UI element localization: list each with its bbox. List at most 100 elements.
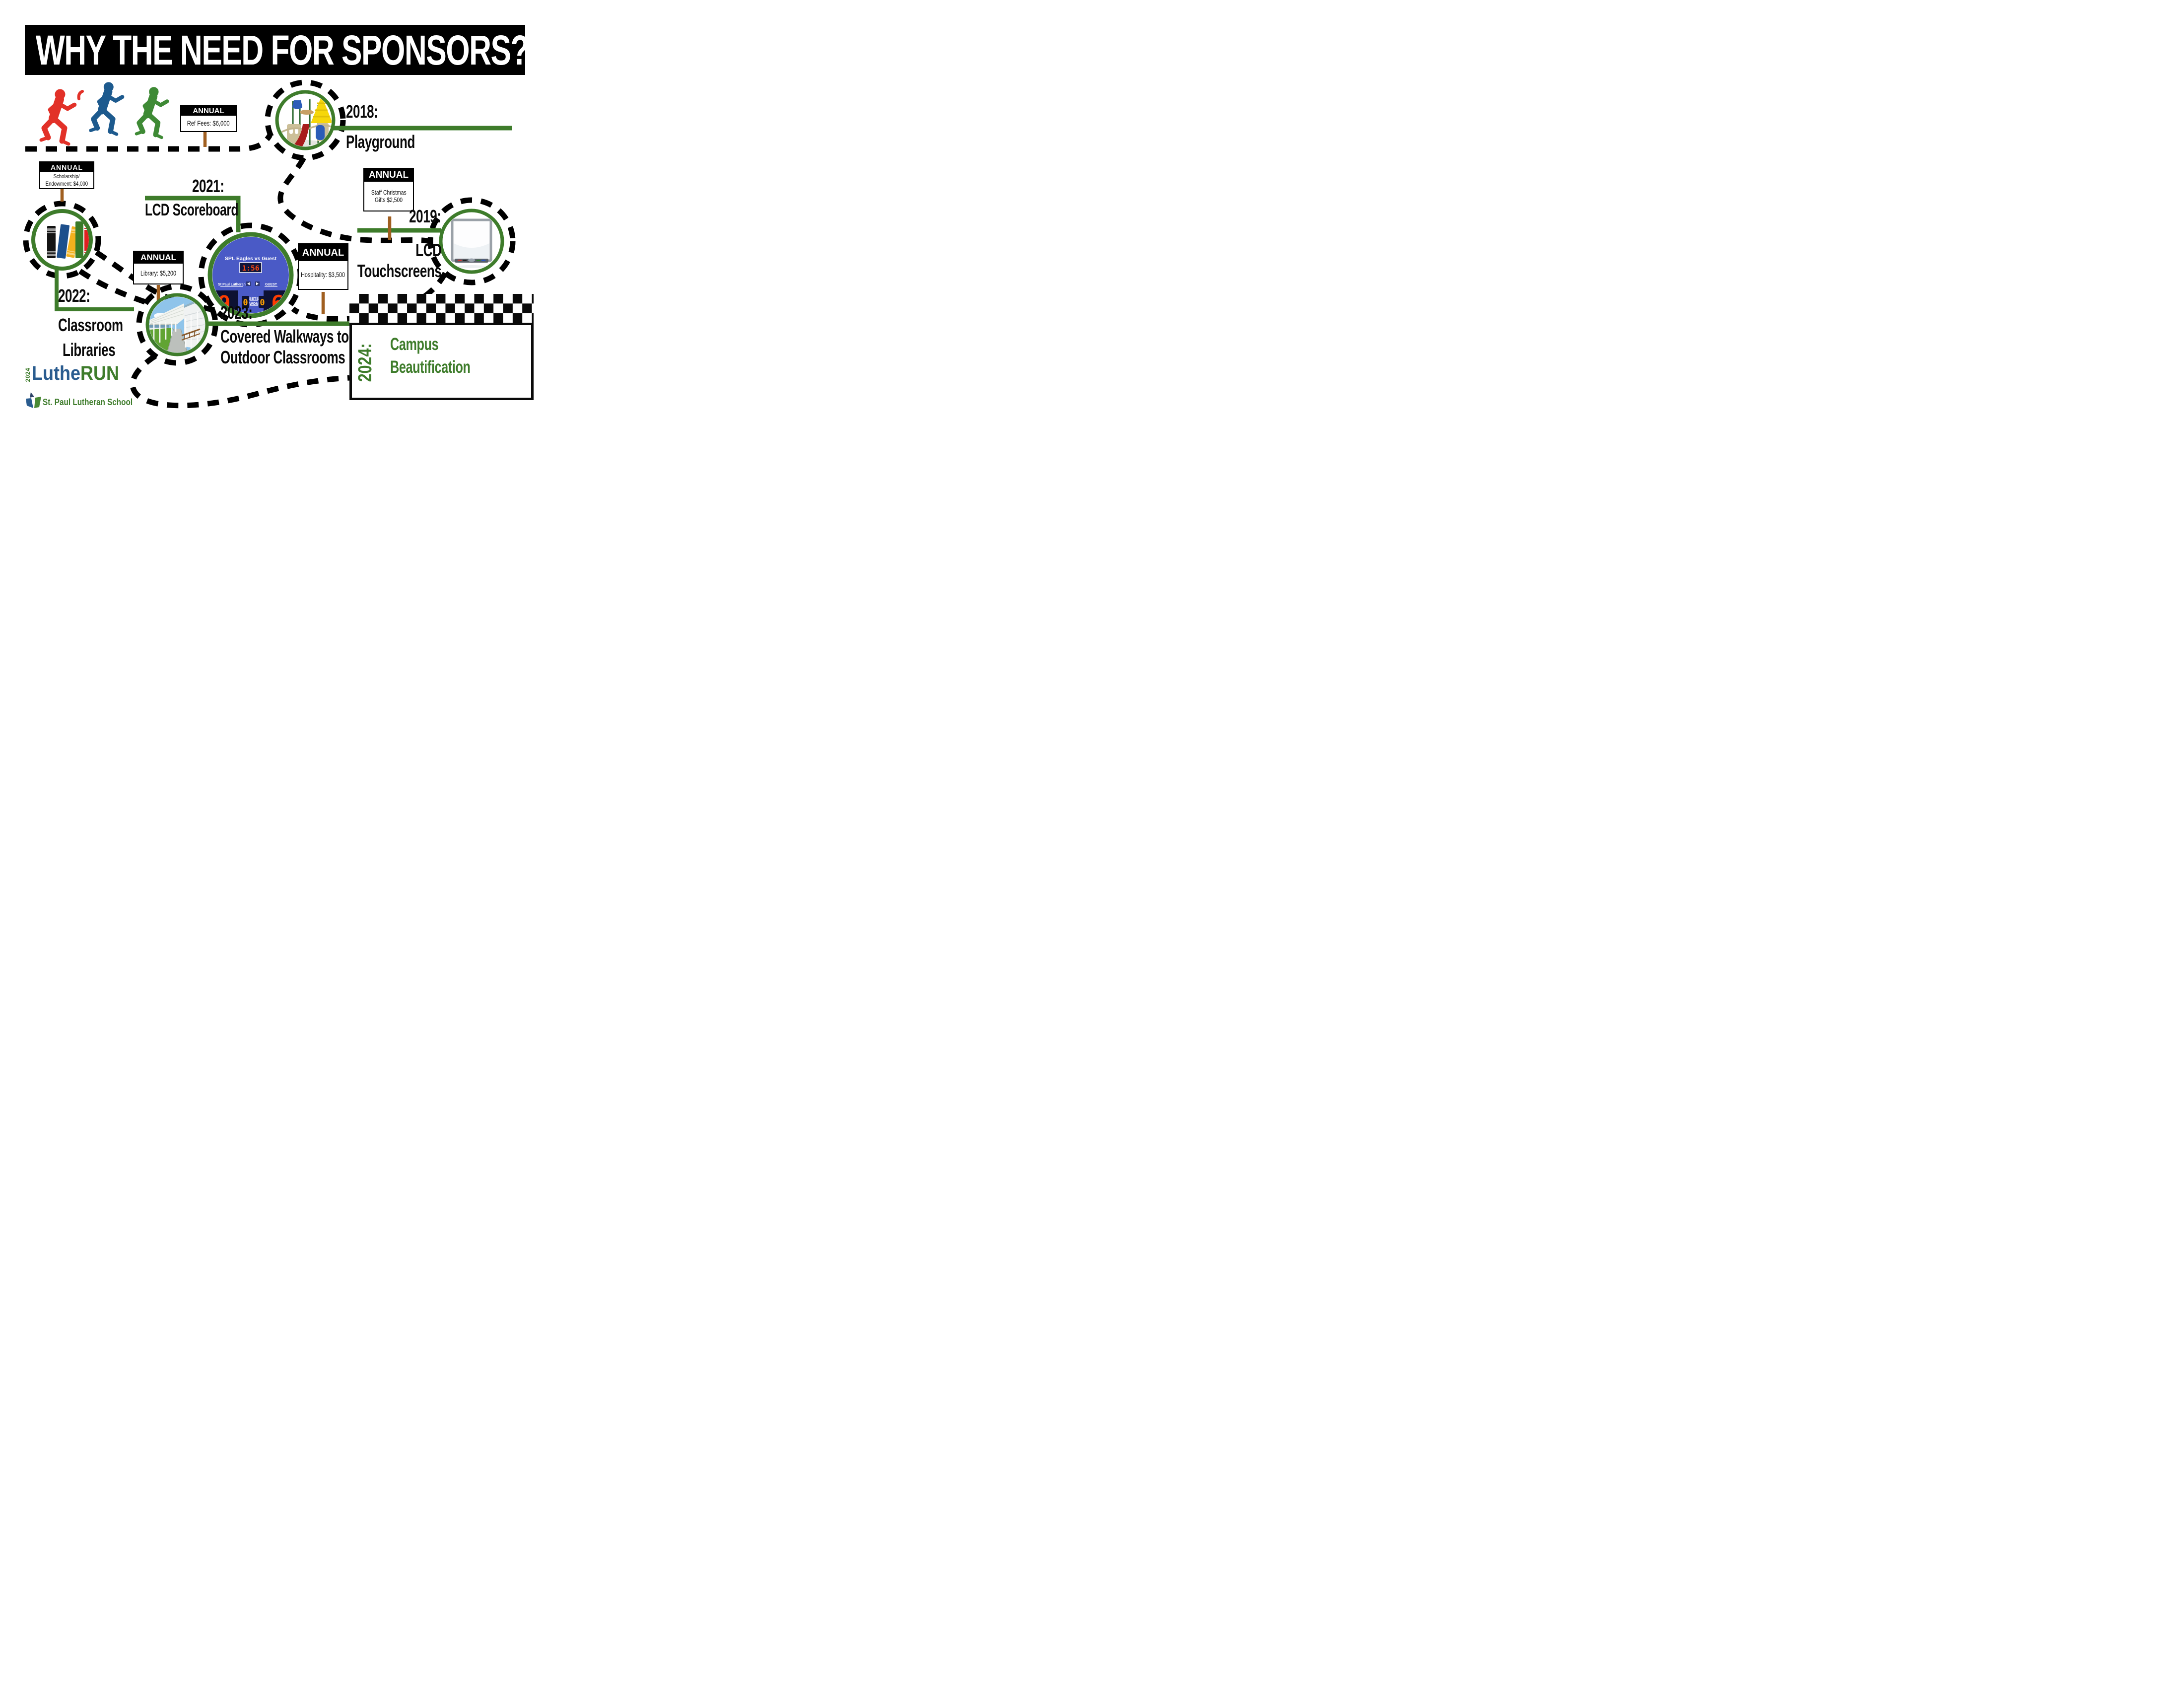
checkered-flag-band <box>349 294 534 323</box>
scoreboard-won-word: WON <box>249 301 258 306</box>
year-2021-label: 2021: <box>192 177 237 195</box>
milestone-2019-line1: LCD <box>406 241 442 259</box>
milestone-2021-label: LCD Scoreboard <box>145 202 274 218</box>
milestone-2023-line1: Covered Walkways to <box>220 328 399 346</box>
sign-scholarship-line1: Scholarship/ <box>54 173 80 180</box>
milestone-2023-line2: Outdoor Classrooms <box>220 349 394 366</box>
sign-scholarship-body: Scholarship/ Endowment: $4,000 <box>40 172 93 188</box>
sign-posts <box>60 131 392 314</box>
walkways-ring <box>145 293 209 356</box>
sign-hospitality-line1: Hospitality: $3,500 <box>301 271 345 279</box>
sign-staff-christmas: ANNUAL Staff Christmas Gifts $2,500 <box>363 168 414 211</box>
scoreboard-ring <box>207 232 294 318</box>
sign-staff-christmas-line1: Staff Christmas <box>371 188 407 196</box>
connector-2022 <box>55 267 134 311</box>
milestone-classroom-libraries <box>31 209 93 271</box>
sign-scholarship: ANNUAL Scholarship/ Endowment: $4,000 <box>39 161 94 189</box>
logo-run: RUN <box>80 362 119 384</box>
milestone-2022-text1: Classroom <box>58 315 123 335</box>
sign-hospitality: ANNUAL Hospitality: $3,500 <box>298 243 348 290</box>
path-ring-books <box>23 201 101 279</box>
timeline-graphic: SPL Eagles vs Guest 1:56 St Paul Luthera… <box>23 0 516 409</box>
runner-boy-green-icon <box>136 87 167 138</box>
milestone-2023-text2: Outdoor Classrooms <box>220 347 345 367</box>
year-2024-label: 2024: <box>355 320 376 405</box>
milestone-walkways <box>145 293 209 356</box>
milestone-2024-line2: Beautification <box>390 358 501 376</box>
year-2018-label: 2018: <box>346 103 391 121</box>
sign-hospitality-body: Hospitality: $3,500 <box>299 261 347 289</box>
scoreboard-matchup: SPL Eagles vs Guest <box>225 256 277 262</box>
scoreboard-guest-label: GUEST <box>265 283 277 286</box>
scoreboard-sets-word: SETS <box>249 296 259 301</box>
year-2021-text: 2021: <box>192 176 224 196</box>
logo-luthe: Luthe <box>32 362 80 384</box>
sign-library-header: ANNUAL <box>134 252 183 264</box>
logo-school-name: St. Paul Lutheran School <box>43 397 133 407</box>
sign-ref-fees-body: Ref Fees: $6,000 <box>181 116 236 131</box>
milestone-2024-text1: Campus <box>390 335 439 354</box>
touchscreens-ring <box>439 209 504 274</box>
playground-photo-icon <box>279 96 332 146</box>
milestone-2021-text: LCD Scoreboard <box>145 201 239 219</box>
runners <box>41 82 167 144</box>
sign-scholarship-header: ANNUAL <box>40 162 93 172</box>
runner-girl-red-icon <box>41 89 74 144</box>
infographic-poster: SPL Eagles vs Guest 1:56 St Paul Luthera… <box>0 0 546 422</box>
page-title: WHY THE NEED FOR SPONSORS? <box>36 26 530 73</box>
logo-year: 2024 <box>24 367 31 382</box>
path-start-line <box>25 133 273 152</box>
milestone-2018-text: Playground <box>346 132 415 152</box>
milestone-playground <box>275 90 336 150</box>
books-icon <box>47 221 89 259</box>
path-ring-playground <box>265 79 346 161</box>
green-connectors <box>55 126 512 326</box>
sign-hospitality-header: ANNUAL <box>299 244 347 261</box>
sign-ref-fees: ANNUAL Ref Fees: $6,000 <box>180 105 237 132</box>
sign-staff-christmas-body: Staff Christmas Gifts $2,500 <box>364 182 413 211</box>
playground-ring <box>275 90 336 150</box>
path-ring-touchscreens <box>427 197 516 285</box>
sign-ref-fees-header: ANNUAL <box>181 106 236 116</box>
lcd-touchscreen-icon <box>451 218 492 268</box>
year-2018-text: 2018: <box>346 101 378 122</box>
path-books-to-2023 <box>78 269 146 305</box>
milestone-2019-text1: LCD <box>415 240 442 260</box>
path-2023-to-2024 <box>130 353 350 409</box>
milestone-2022-text2: Libraries <box>63 340 116 360</box>
year-2019-text: 2019: <box>409 206 442 226</box>
title-banner: WHY THE NEED FOR SPONSORS? <box>25 25 530 75</box>
milestone-2022-line2: Libraries <box>63 341 136 359</box>
milestone-2019-text2: Touchscreens <box>357 261 441 281</box>
scoreboard-home-sets: 0 <box>243 298 248 308</box>
sign-library: ANNUAL Library: $5,200 <box>133 251 184 284</box>
covered-walkway-photo-icon <box>149 297 205 352</box>
milestone-touchscreens <box>439 209 504 274</box>
sign-staff-christmas-line2: Gifts $2,500 <box>374 196 403 204</box>
scoreboard-clock: 1:56 <box>242 265 260 273</box>
milestone-2024-line1: Campus <box>390 336 457 353</box>
year-2023-text: 2023: <box>220 302 253 323</box>
school-cross-icon <box>26 392 41 408</box>
scoreboard-guest-sets: 0 <box>260 298 265 308</box>
sign-ref-fees-line1: Ref Fees: $6,000 <box>187 119 230 128</box>
connector-2021 <box>145 196 241 232</box>
year-2023-label: 2023: <box>220 304 265 322</box>
sign-library-line1: Library: $5,200 <box>140 270 177 278</box>
year-2022-text: 2022: <box>58 285 90 306</box>
books-ring <box>31 209 93 271</box>
path-2018-to-2019 <box>277 156 431 244</box>
sign-staff-christmas-header: ANNUAL <box>364 169 413 182</box>
year-2024-text: 2024: <box>355 343 376 382</box>
milestone-2019-line2: Touchscreens <box>325 262 441 280</box>
sign-library-body: Library: $5,200 <box>134 264 183 283</box>
sign-scholarship-line2: Endowment: $4,000 <box>45 180 88 187</box>
milestone-2024-text2: Beautification <box>390 357 471 377</box>
milestone-2022-line1: Classroom <box>58 316 148 334</box>
year-2019-label: 2019: <box>397 206 442 226</box>
runner-boy-blue-icon <box>91 82 123 134</box>
milestone-2024-box <box>349 323 534 400</box>
milestone-2018-label: Playground <box>346 133 442 151</box>
runner-red-ponytail <box>77 90 84 100</box>
milestone-2023-text1: Covered Walkways to <box>220 326 349 347</box>
